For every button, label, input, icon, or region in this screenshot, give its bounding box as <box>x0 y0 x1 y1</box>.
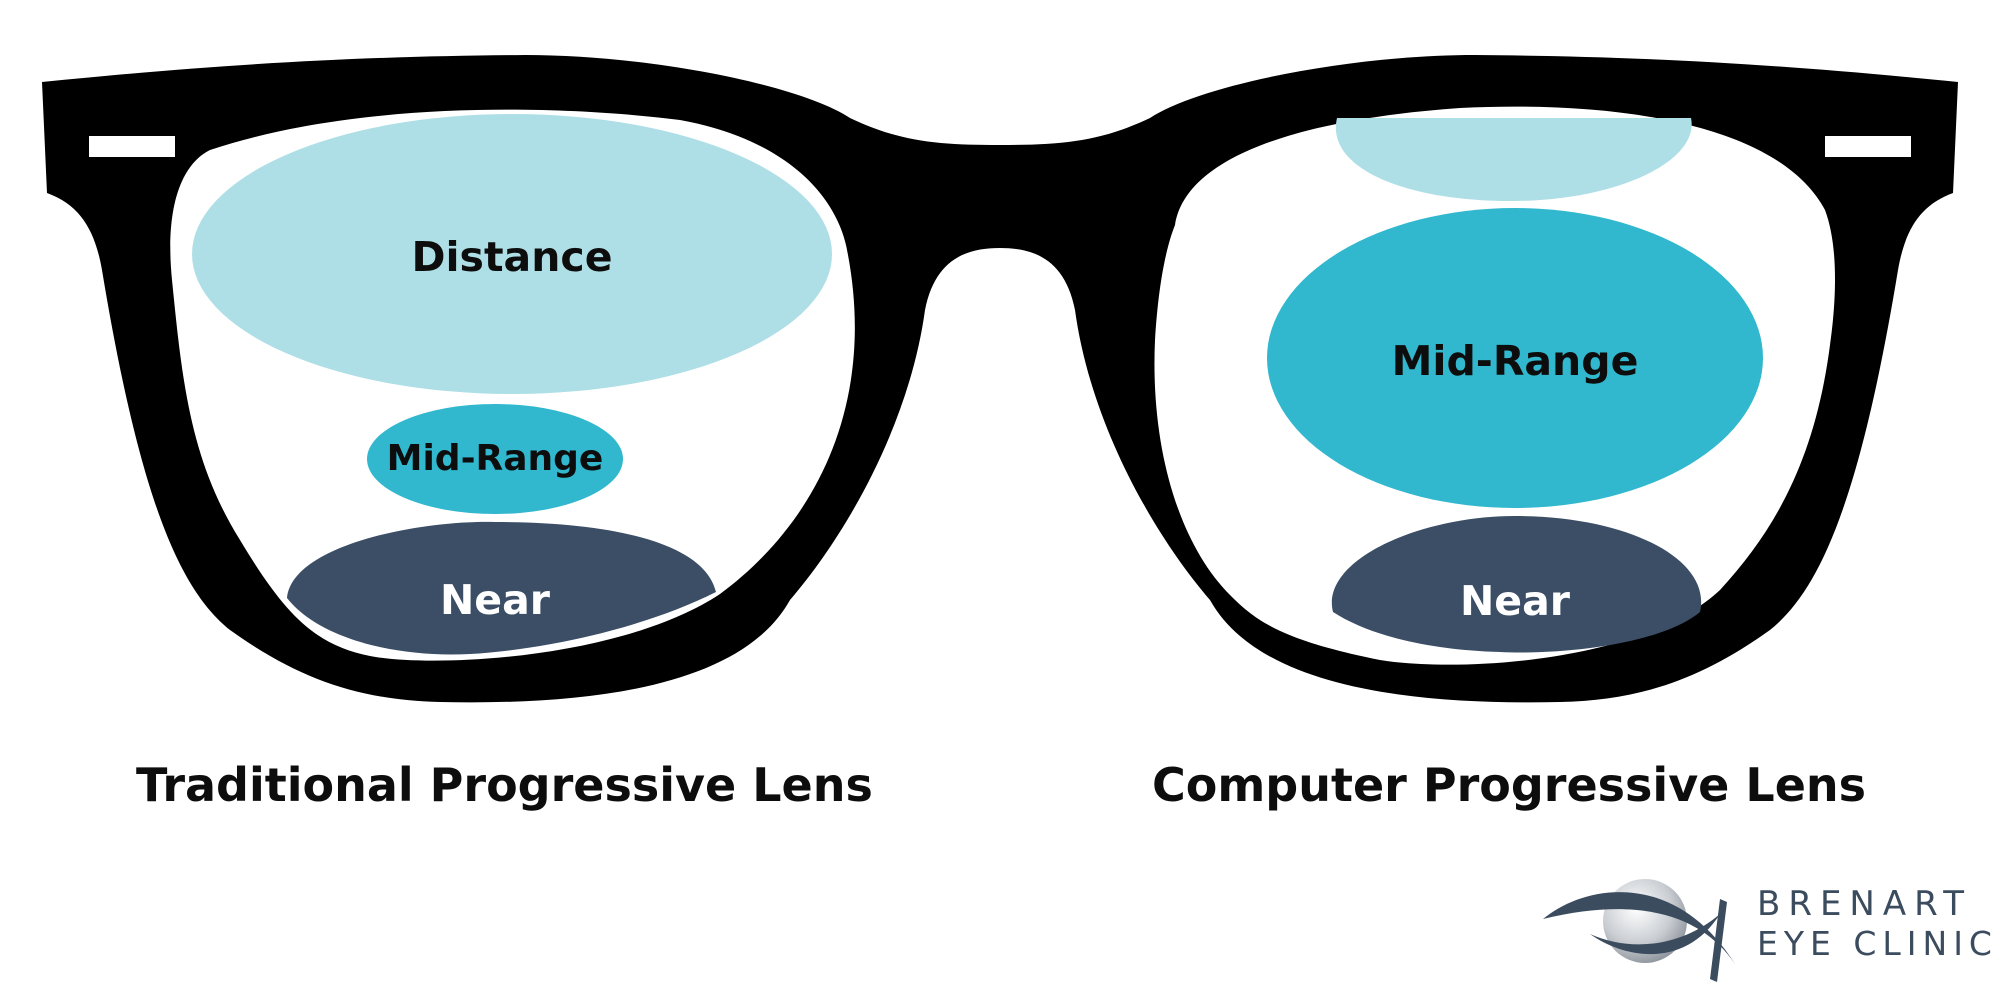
left-near-label: Near <box>440 576 551 624</box>
logo-brand-name: BRENART <box>1757 884 1973 924</box>
left-mid-range-zone <box>367 404 623 514</box>
clinic-logo: BRENART EYE CLINIC <box>1535 874 1995 984</box>
eye-logo-icon <box>1543 879 1735 982</box>
left-near-zone <box>287 521 716 655</box>
left-lens-caption: Traditional Progressive Lens <box>136 758 873 812</box>
right-lens-caption: Computer Progressive Lens <box>1152 758 1867 812</box>
left-mid-range-label: Mid-Range <box>387 438 604 479</box>
glasses-frame <box>42 55 1958 703</box>
right-near-label: Near <box>1460 577 1571 625</box>
left-hinge-slot <box>89 136 175 157</box>
left-distance-zone <box>192 114 832 394</box>
right-hinge-slot <box>1825 136 1911 157</box>
left-distance-label: Distance <box>411 233 612 281</box>
right-near-zone <box>1331 516 1702 653</box>
right-mid-range-zone <box>1267 208 1763 508</box>
logo-brand-subtitle: EYE CLINIC <box>1757 924 1998 963</box>
right-top-zone <box>1335 118 1692 202</box>
right-mid-range-label: Mid-Range <box>1392 337 1639 385</box>
